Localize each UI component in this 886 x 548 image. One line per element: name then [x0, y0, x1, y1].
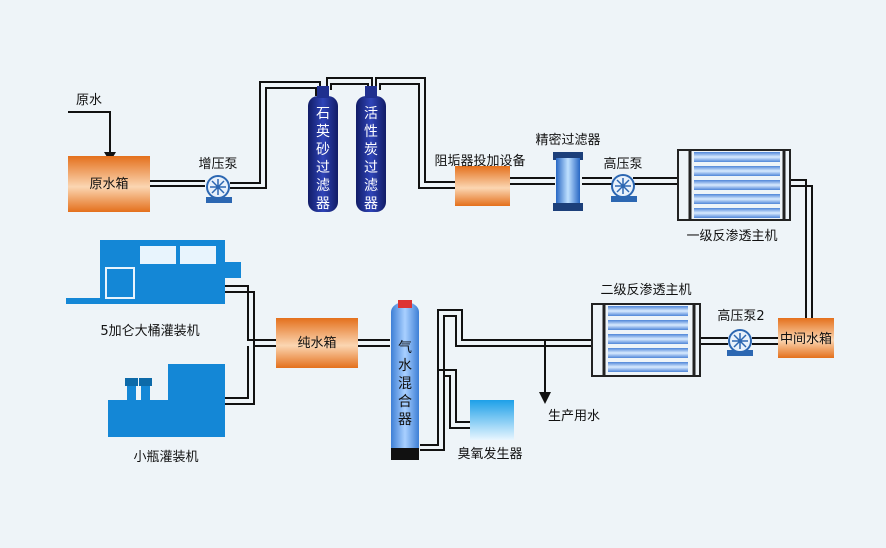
raw-tank-label: 原水箱: [89, 176, 128, 192]
hp-pump-label: 高压泵: [603, 156, 642, 172]
booster-pump-icon: [206, 175, 232, 203]
pipes: [68, 77, 813, 451]
production-water-label: 生产用水: [548, 409, 600, 424]
antiscalant-label: 阻垢器投加设备: [434, 153, 525, 169]
raw-water-tank: [68, 156, 150, 212]
intermediate-water-tank: [778, 318, 834, 358]
quartz-filter-label: 石英砂过滤器: [316, 106, 330, 212]
pure-tank-label: 纯水箱: [297, 335, 336, 351]
antiscalant-dosing-unit: [455, 166, 510, 206]
booster-pump-label: 增压泵: [198, 157, 237, 172]
barrel-filling-machine: [66, 240, 241, 304]
carbon-filter-label: 活性炭过滤器: [364, 106, 378, 212]
ro-stage-1-unit: [677, 149, 791, 221]
gas-mixer-label: 气水混合器: [398, 340, 412, 428]
ro2-label: 二级反渗透主机: [600, 283, 691, 298]
high-pressure-pump-2-icon: [727, 329, 753, 356]
high-pressure-pump-icon: [611, 174, 637, 202]
hp-pump2-label: 高压泵2: [717, 308, 764, 324]
activated-carbon-filter: [356, 96, 386, 212]
bottle-filling-machine: [108, 364, 225, 437]
precision-filter-label: 精密过滤器: [535, 132, 600, 148]
gas-water-mixer: [391, 300, 419, 460]
ozone-label: 臭氧发生器: [457, 446, 522, 462]
precision-filter: [553, 152, 583, 211]
barrel-filler-label: 5加仑大桶灌装机: [100, 324, 199, 339]
bottle-filler-label: 小瓶灌装机: [133, 450, 198, 465]
labels: 原水 原水箱 增压泵 石英砂过滤器 活性炭过滤器 阻垢器投加设备 精密过滤器 高…: [76, 93, 832, 465]
quartz-sand-filter: [308, 96, 338, 212]
production-arrow-icon: [539, 392, 551, 404]
ro-stage-2-unit: [591, 303, 701, 377]
mid-tank-label: 中间水箱: [780, 331, 832, 347]
ozone-generator: [470, 400, 514, 440]
raw-water-label: 原水: [76, 93, 102, 108]
pure-water-tank: [276, 318, 358, 368]
ro1-label: 一级反渗透主机: [686, 229, 777, 244]
